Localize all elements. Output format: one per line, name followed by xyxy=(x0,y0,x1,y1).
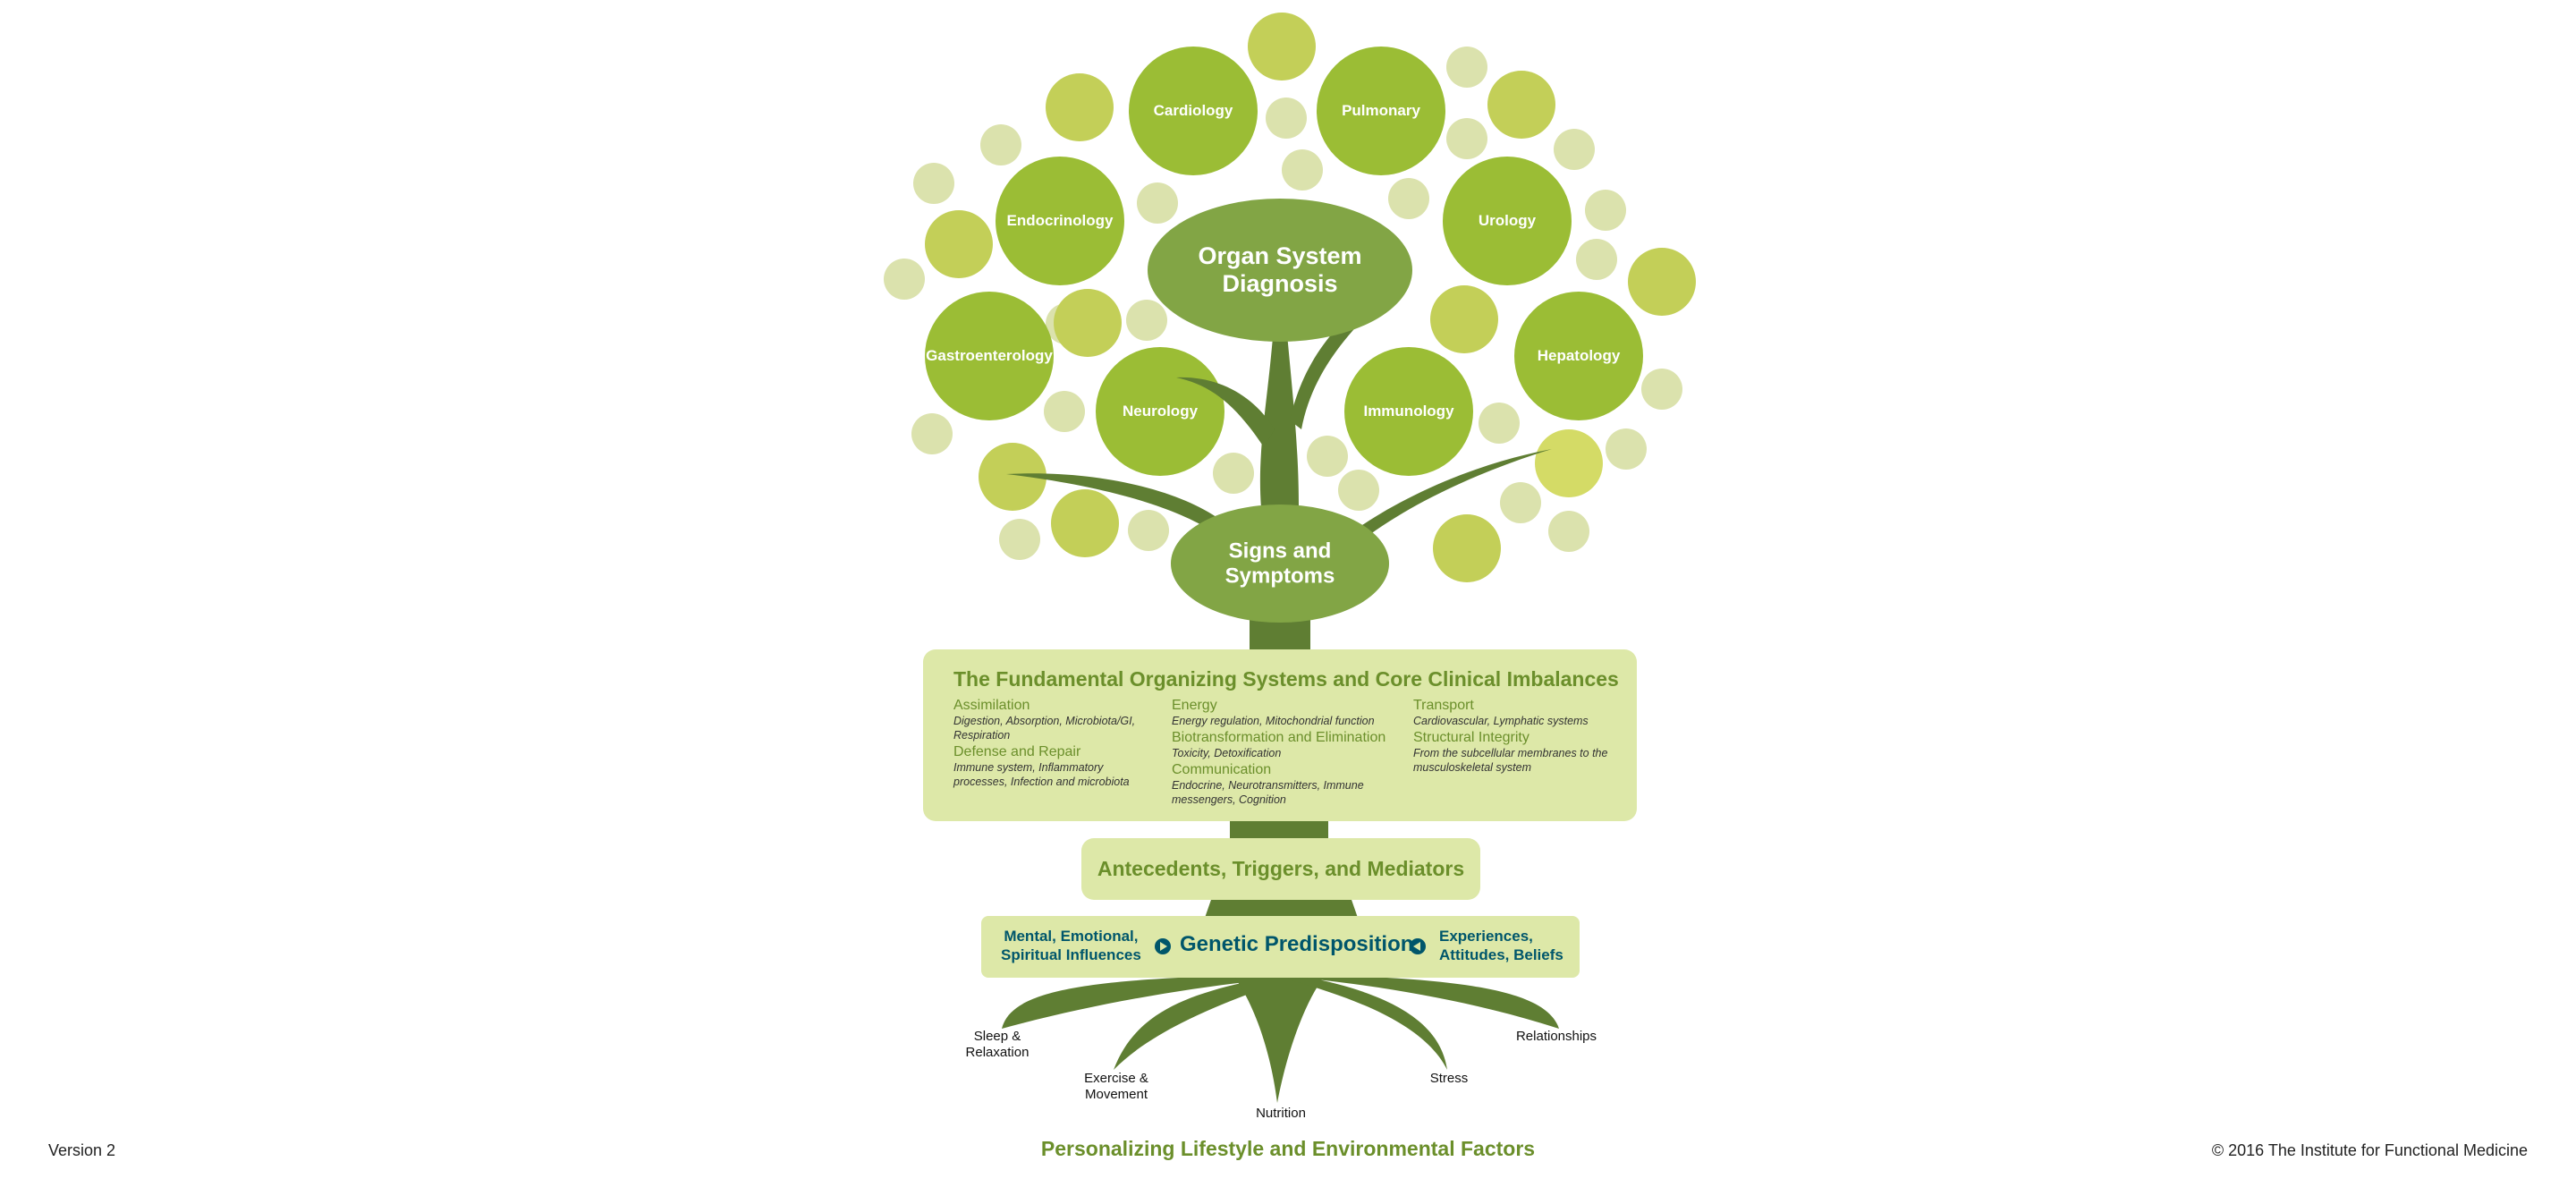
fundamental-systems-panel: The Fundamental Organizing Systems and C… xyxy=(923,649,1637,821)
arrow-left-icon xyxy=(1410,938,1426,954)
systems-column-3: Transport Cardiovascular, Lymphatic syst… xyxy=(1413,698,1619,776)
system-detail: Immune system, Inflammatory processes, I… xyxy=(953,761,1130,788)
mental-line-1: Mental, Emotional, xyxy=(1004,928,1139,945)
organ-label-immunology: Immunology xyxy=(1363,403,1454,420)
signs-symptoms-oval xyxy=(1171,504,1389,623)
version-label: Version 2 xyxy=(48,1141,116,1159)
root-label-nutrition: Nutrition xyxy=(1256,1106,1306,1121)
organ-label-gastroenterology: Gastroenterology xyxy=(926,347,1053,364)
experiences-attitudes-label: Experiences, Attitudes, Beliefs xyxy=(1439,927,1563,964)
antecedents-label: Antecedents, Triggers, and Mediators xyxy=(1097,857,1465,880)
organ-label-cardiology: Cardiology xyxy=(1153,102,1233,119)
sleep-line-2: Relaxation xyxy=(965,1045,1030,1060)
system-detail: From the subcellular membranes to the mu… xyxy=(1413,747,1608,774)
systems-column-2: Energy Energy regulation, Mitochondrial … xyxy=(1172,698,1406,809)
organ-label-endocrinology: Endocrinology xyxy=(1006,212,1114,229)
decorative-olive-circles xyxy=(925,13,1696,582)
root-label-sleep: Sleep & Relaxation xyxy=(966,1029,1030,1061)
systems-column-1: Assimilation Digestion, Absorption, Micr… xyxy=(953,698,1157,791)
exercise-line-2: Movement xyxy=(1084,1087,1148,1102)
system-detail: Endocrine, Neurotransmitters, Immune mes… xyxy=(1172,779,1364,806)
organ-label-pulmonary: Pulmonary xyxy=(1342,102,1420,119)
system-heading: Biotransformation and Elimination xyxy=(1172,730,1386,745)
decorative-pale-circles xyxy=(884,47,1682,560)
arrow-right-icon xyxy=(1155,938,1171,954)
copyright-label: © 2016 The Institute for Functional Medi… xyxy=(2211,1141,2528,1159)
tree-roots xyxy=(1002,975,1559,1103)
system-heading: Defense and Repair xyxy=(953,744,1081,759)
decorative-yellow-circle xyxy=(1535,429,1603,497)
footer-title: Personalizing Lifestyle and Environmenta… xyxy=(1040,1137,1536,1160)
tree-trunk xyxy=(1006,273,1552,918)
genetic-predisposition-label: Genetic Predisposition xyxy=(1180,932,1414,956)
experiences-line-2: Attitudes, Beliefs xyxy=(1439,946,1563,963)
organ-system-diagnosis-label: Organ System Diagnosis xyxy=(1198,242,1362,297)
system-detail: Cardiovascular, Lymphatic systems xyxy=(1413,715,1589,727)
organ-label-hepatology: Hepatology xyxy=(1537,347,1621,364)
system-detail: Digestion, Absorption, Microbiota/GI, Re… xyxy=(953,715,1136,742)
organ-label-neurology: Neurology xyxy=(1122,403,1199,420)
root-label-relationships: Relationships xyxy=(1515,1029,1597,1044)
system-detail: Toxicity, Detoxification xyxy=(1172,747,1282,759)
system-detail: Energy regulation, Mitochondrial functio… xyxy=(1172,715,1375,727)
organ-leaf-circles xyxy=(925,47,1643,476)
genetic-predisposition-panel: Mental, Emotional, Spiritual Influences … xyxy=(981,916,1580,978)
antecedents-panel: Antecedents, Triggers, and Mediators xyxy=(1081,838,1480,900)
fundamental-systems-title: The Fundamental Organizing Systems and C… xyxy=(953,667,1619,691)
experiences-line-1: Experiences, xyxy=(1439,928,1533,945)
organ-system-oval xyxy=(1148,199,1412,342)
root-label-exercise: Exercise & Movement xyxy=(1084,1071,1148,1103)
system-heading: Assimilation xyxy=(953,698,1030,713)
exercise-line-1: Exercise & xyxy=(1084,1071,1148,1086)
system-heading: Structural Integrity xyxy=(1413,730,1530,745)
sleep-line-1: Sleep & xyxy=(973,1029,1021,1044)
root-label-stress: Stress xyxy=(1429,1071,1469,1086)
system-heading: Transport xyxy=(1413,698,1474,713)
mental-line-2: Spiritual Influences xyxy=(1001,946,1141,963)
system-heading: Communication xyxy=(1172,762,1272,777)
system-heading: Energy xyxy=(1172,698,1217,713)
organ-label-urology: Urology xyxy=(1478,212,1537,229)
mental-emotional-label: Mental, Emotional, Spiritual Influences xyxy=(1001,927,1141,964)
signs-and-symptoms-label: Signs and Symptoms xyxy=(1224,538,1335,588)
